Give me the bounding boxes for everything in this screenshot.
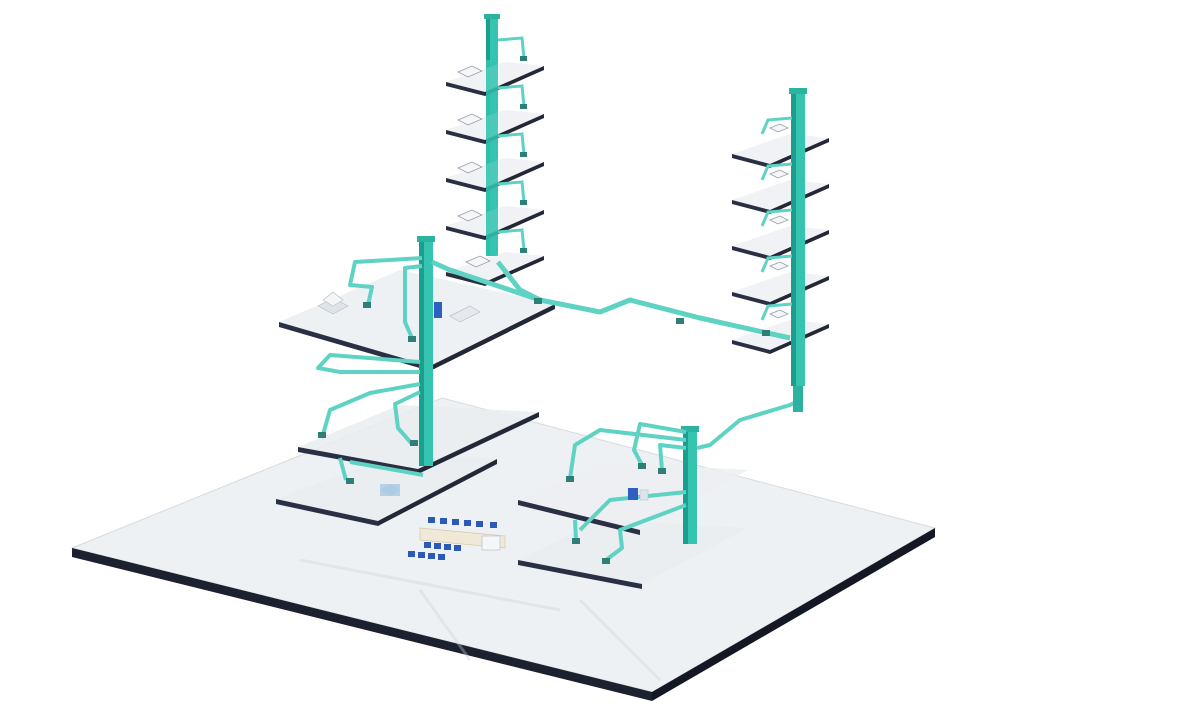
slab-c1 — [279, 270, 555, 366]
lab-equipment-icon — [317, 291, 481, 323]
hub-c-terminals — [318, 302, 418, 484]
base-edge-left — [72, 548, 652, 701]
hub-d-terminals — [566, 463, 666, 564]
hub-d-icon — [518, 398, 801, 589]
hub-c-icon — [276, 236, 555, 526]
slab-c2 — [298, 405, 539, 469]
tower-a-icon — [446, 14, 544, 286]
hub-c-riser — [417, 236, 435, 466]
tower-b-riser — [789, 88, 807, 412]
hub-d-pipes — [568, 398, 801, 562]
tower-b-icon — [732, 88, 829, 412]
hub-c-pipes — [316, 256, 424, 481]
floor-reflections — [299, 558, 662, 682]
main-line-terminals — [534, 298, 770, 336]
tower-a-terminals — [520, 56, 527, 253]
waiting-area-icon — [408, 517, 506, 560]
tower-b-stations — [769, 123, 789, 319]
tower-a-stations — [457, 65, 491, 268]
base-platform — [70, 397, 937, 701]
tower-a-pipes — [497, 36, 526, 251]
tower-b-pipes — [760, 116, 793, 321]
storage-rack-icon — [380, 484, 400, 496]
cabinet-icon — [628, 488, 649, 501]
main-transport-line — [430, 259, 791, 341]
tower-b-floors — [732, 134, 829, 354]
base-edge-right — [652, 528, 935, 701]
hub-d-riser — [681, 426, 699, 544]
